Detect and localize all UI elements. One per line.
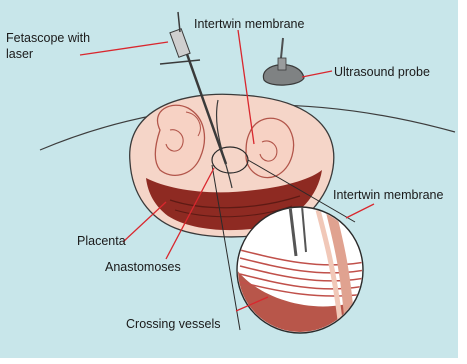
fetoscope-label-line2: laser xyxy=(6,47,33,61)
ultrasound-probe xyxy=(263,38,304,85)
ultrasound-probe-label: Ultrasound probe xyxy=(334,65,430,79)
placenta-label: Placenta xyxy=(77,234,126,248)
placenta-leader xyxy=(123,202,166,242)
fetoscope-label-line1: Fetascope with xyxy=(6,31,90,45)
intertwin-right-leader xyxy=(346,204,374,218)
ultrasound-leader xyxy=(302,71,332,77)
intertwin-membrane-top-label: Intertwin membrane xyxy=(194,17,305,31)
anastomoses-label: Anastomoses xyxy=(105,260,181,274)
crossing-vessels-label: Crossing vessels xyxy=(126,317,220,331)
intertwin-membrane-right-label: Intertwin membrane xyxy=(333,188,444,202)
fetoscope-leader xyxy=(80,42,168,55)
magnified-view xyxy=(237,206,365,340)
